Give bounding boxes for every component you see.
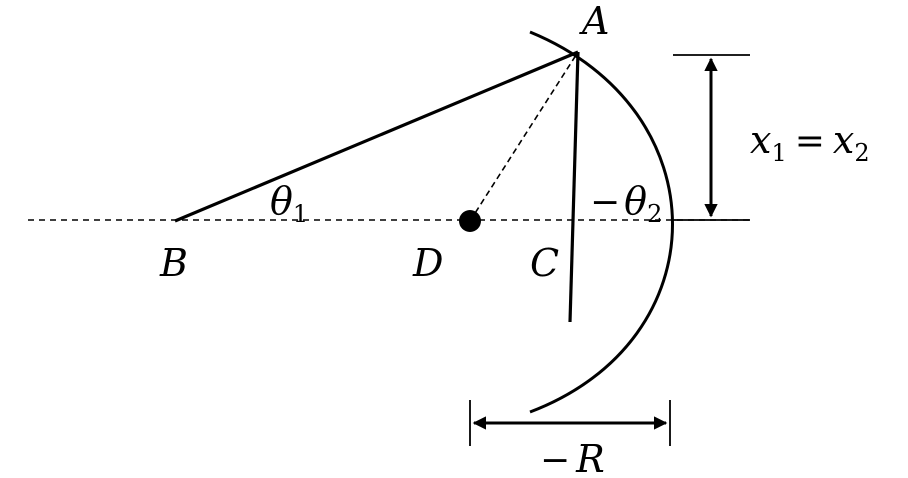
height-equation: x1=x2 [750,118,870,167]
ray-b-to-a [174,50,579,223]
lhs-subscript: 1 [771,139,786,167]
normal-d-to-a [469,51,579,222]
label-a: A [579,0,609,43]
radius-symbol: R [575,437,605,478]
lhs-variable: x [750,118,771,162]
angle-theta1: θ1 [270,179,308,228]
theta2-subscript: 2 [647,200,662,228]
center-point-d [459,210,481,232]
equals-sign: = [795,121,825,162]
rhs-variable: x [833,118,854,162]
label-d: D [412,241,443,285]
radius-sign: − [540,440,570,478]
label-c: C [530,241,559,285]
theta1-subscript: 1 [293,200,308,228]
theta2-sign: − [590,182,620,223]
theta1-symbol: θ [270,179,293,223]
angle-theta2: −θ2 [590,179,662,228]
radius-label: −R [540,437,605,478]
ray-a-through-c [568,51,580,323]
label-b: B [159,241,188,285]
theta2-symbol: θ [624,179,647,223]
mirror-arc [529,30,674,414]
rhs-subscript: 2 [854,139,869,167]
